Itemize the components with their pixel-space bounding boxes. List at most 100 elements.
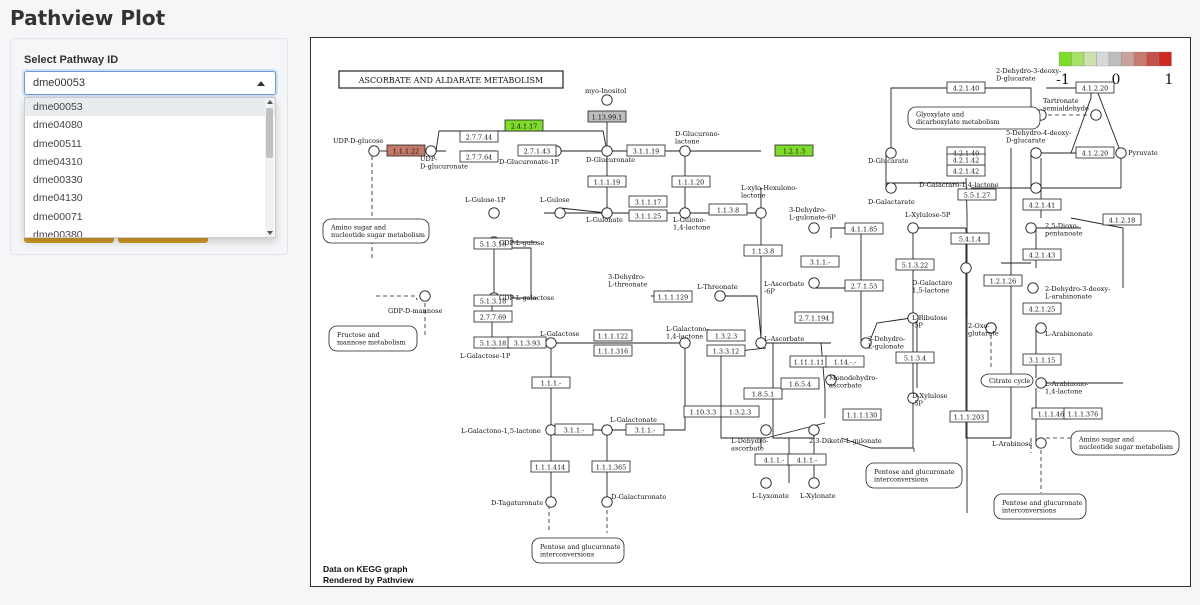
compound-node xyxy=(760,477,772,489)
enzyme-label: 1.1.3.8 xyxy=(717,206,739,214)
enzyme-box xyxy=(949,410,989,423)
enzyme-label: 1.3.2.3 xyxy=(729,408,751,416)
enzyme-label: 4.1.1.- xyxy=(764,456,784,464)
enzyme-label: 4.2.1.43 xyxy=(1029,251,1055,259)
pathway-map-link xyxy=(531,537,625,564)
reaction-edge xyxy=(720,295,762,339)
enzyme-label: 1.1.1.20 xyxy=(678,178,704,186)
map-label: Amino sugar and xyxy=(1078,436,1134,444)
footer-rendered-by: Rendered by Pathview xyxy=(323,575,414,585)
legend-swatch xyxy=(1146,51,1160,67)
enzyme-label: 1.1.1.122 xyxy=(598,332,629,340)
enzyme-box xyxy=(473,237,513,250)
dropdown-option[interactable]: dme04310 xyxy=(33,155,83,168)
dropdown-option[interactable]: dme00380 xyxy=(33,229,83,238)
dropdown-option[interactable]: dme04080 xyxy=(33,119,83,132)
reaction-edge xyxy=(494,247,532,297)
node-label: 2-Dehydro-3-deoxy- xyxy=(996,67,1061,75)
node-label: 2-Oxo- xyxy=(968,322,990,330)
scroll-up-icon[interactable] xyxy=(267,100,273,104)
dropdown-option[interactable]: dme00053 xyxy=(25,98,275,117)
compound-node xyxy=(808,477,820,489)
pathway-select[interactable]: dme00053 xyxy=(24,71,276,95)
enzyme-box xyxy=(504,119,544,132)
legend-swatch xyxy=(1121,51,1135,67)
enzyme-label: 1.2.1.26 xyxy=(990,277,1016,285)
enzyme-box xyxy=(626,144,666,157)
node-label: semialdehyde xyxy=(1043,105,1089,113)
enzyme-box xyxy=(983,274,1023,287)
node-label: -6P xyxy=(764,288,775,296)
compound-node xyxy=(545,337,557,349)
enzyme-box xyxy=(706,329,746,342)
scroll-thumb[interactable] xyxy=(266,108,273,158)
enzyme-box xyxy=(844,222,884,235)
enzyme-label: 3.1.1.- xyxy=(564,426,584,434)
node-label: L-Gulose xyxy=(540,196,570,204)
enzyme-box xyxy=(895,351,935,364)
enzyme-label: 1.1.1.376 xyxy=(1068,410,1099,418)
enzyme-label: 3.1.1.15 xyxy=(1029,356,1055,364)
dropdown-option[interactable]: dme04130 xyxy=(33,192,83,205)
node-label: 3-Dehydro- xyxy=(789,206,826,214)
enzyme-label: 5.1.3.18 xyxy=(480,297,506,305)
dropdown-option[interactable]: dme00511 xyxy=(33,137,82,150)
legend-swatch xyxy=(1071,51,1085,67)
enzyme-label: 1.1.1.365 xyxy=(596,463,627,471)
enzyme-label: 5.5.1.27 xyxy=(964,191,990,199)
map-label: nucleotide sugar metabolism xyxy=(331,231,425,239)
node-label: D-Galactarate xyxy=(868,198,915,206)
enzyme-box xyxy=(531,376,571,389)
pathway-dropdown[interactable]: dme00053 dme04080 dme00511 dme04310 dme0… xyxy=(24,97,276,238)
enzyme-box xyxy=(1022,198,1062,211)
action-button-right[interactable] xyxy=(118,235,208,243)
enzyme-box xyxy=(787,453,827,466)
sidebar-panel: Select Pathway ID dme00053 dme00053 dme0… xyxy=(10,38,288,255)
reaction-edge xyxy=(1046,87,1122,188)
map-label: Pentose and glucuronate xyxy=(874,468,955,476)
compound-node xyxy=(679,337,691,349)
compound-node xyxy=(755,337,767,349)
compound-node xyxy=(425,145,437,157)
enzyme-box xyxy=(653,290,693,303)
dropdown-option[interactable]: dme00330 xyxy=(33,174,83,187)
enzyme-label: 2.7.7.64 xyxy=(466,153,492,161)
node-label: Pyruvate xyxy=(1128,149,1158,157)
compound-node xyxy=(1030,182,1042,194)
node-label: L-Threonate xyxy=(697,283,738,291)
reaction-edge xyxy=(1070,217,1124,288)
compound-node xyxy=(554,207,566,219)
enzyme-label: 5.1.3.22 xyxy=(902,261,928,269)
enzyme-box xyxy=(593,344,633,357)
node-label: 2-Dehydro-3-deoxy- xyxy=(1045,285,1110,293)
map-label: interconversions xyxy=(874,476,928,484)
compound-node xyxy=(808,277,820,289)
map-label: mannose metabolism xyxy=(337,339,406,347)
compound-node xyxy=(1035,322,1047,334)
enzyme-box xyxy=(587,175,627,188)
caret-up-icon[interactable] xyxy=(257,81,265,86)
dropdown-option[interactable]: dme00071 xyxy=(33,210,83,223)
node-label: L-Arabinonate xyxy=(1045,330,1093,338)
action-button-left[interactable] xyxy=(24,235,114,243)
map-label: dicarboxylate metabolism xyxy=(916,118,1000,126)
enzyme-box xyxy=(950,232,990,245)
node-label: UDP- xyxy=(420,155,437,163)
node-label: D-glucuronate xyxy=(420,163,468,171)
node-label: lactone xyxy=(675,138,700,146)
compound-node xyxy=(601,145,613,157)
enzyme-label: 1.13.99.1 xyxy=(592,113,623,121)
enzyme-label: 4.2.1.25 xyxy=(1029,305,1055,313)
compound-node xyxy=(1035,377,1047,389)
node-label: D-Galacturonate xyxy=(611,493,666,501)
dropdown-scrollbar[interactable] xyxy=(265,98,274,237)
enzyme-label: 4.2.1.42 xyxy=(953,167,979,175)
enzyme-box xyxy=(386,144,426,157)
legend-swatch xyxy=(1083,51,1097,67)
compound-node xyxy=(368,145,380,157)
reaction-edge xyxy=(559,207,608,214)
scroll-down-icon[interactable] xyxy=(267,231,273,235)
compound-node xyxy=(488,207,500,219)
enzyme-label: 1.1.1.46 xyxy=(1038,410,1064,418)
